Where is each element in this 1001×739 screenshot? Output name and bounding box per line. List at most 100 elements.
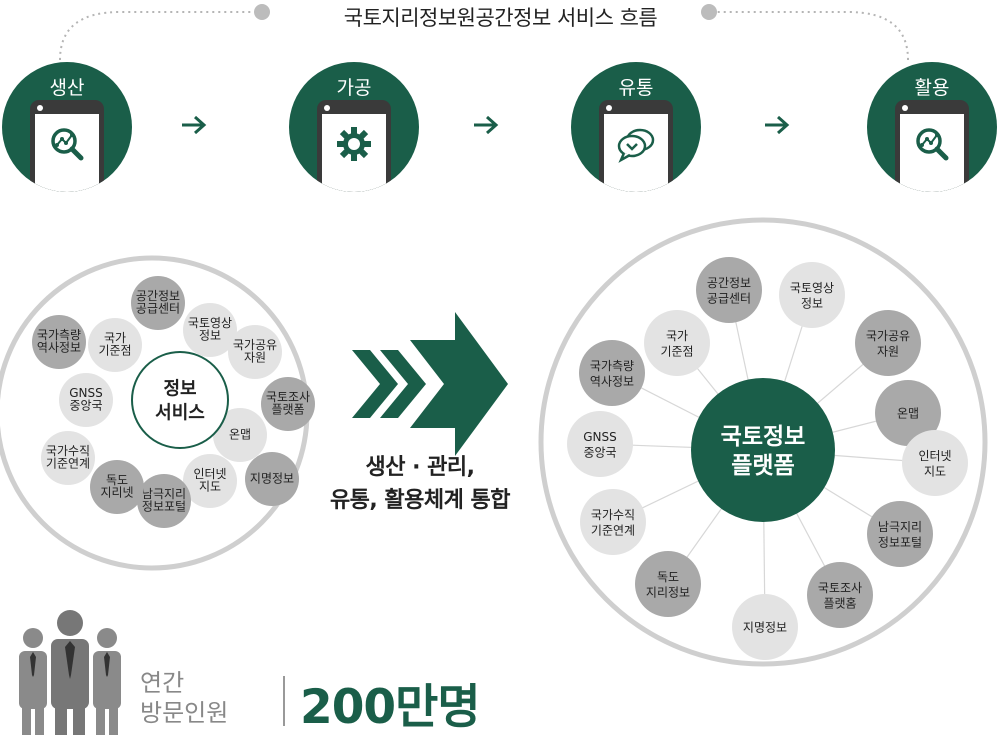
node-label: 지도 xyxy=(924,464,946,478)
node-label: 온맵 xyxy=(897,407,919,421)
node-label: 지리넷 xyxy=(100,486,133,500)
node-circle xyxy=(696,257,762,323)
node-circle xyxy=(183,303,237,357)
center-circle xyxy=(691,378,835,522)
node-circle xyxy=(213,408,267,462)
node-label: 역사정보 xyxy=(37,341,81,355)
node-label: 플랫폼 xyxy=(271,403,304,417)
center-circle xyxy=(131,351,229,449)
node-circle xyxy=(875,380,941,446)
node-label: 남극지리 xyxy=(878,520,922,534)
step-distribution: 유통 xyxy=(571,62,701,192)
node-label: 기준점 xyxy=(98,344,131,358)
step-label: 가공 xyxy=(336,77,372,99)
node-label: 자원 xyxy=(877,344,899,358)
center-label: 국토정보 xyxy=(721,424,806,450)
node-label: 온맵 xyxy=(229,427,251,441)
node-label: 국토영상 xyxy=(188,316,232,330)
node-label: 국가수직 xyxy=(46,444,90,458)
node-circle xyxy=(635,551,701,617)
left-node: 온맵 xyxy=(213,408,267,462)
node-label: 독도 xyxy=(657,570,679,584)
node-circle xyxy=(32,315,86,369)
visitors-divider xyxy=(283,676,285,726)
node-circle xyxy=(183,454,237,508)
step-utilization: 활용 xyxy=(867,62,997,192)
speech-bubbles-icon xyxy=(617,128,655,163)
step-circle: 유통 xyxy=(571,62,701,192)
node-circle xyxy=(867,501,933,567)
node-circle xyxy=(644,310,710,376)
node-label: 정보포털 xyxy=(878,535,922,549)
visitors-label-line1: 연간 xyxy=(140,669,185,697)
node-circle xyxy=(228,325,282,379)
node-label: 인터넷 xyxy=(918,449,951,463)
node-label: 국토영상 xyxy=(790,281,834,295)
node-circle xyxy=(732,594,798,660)
visitors-count: 200만명 xyxy=(300,680,481,735)
node-label: 공급센터 xyxy=(707,291,751,305)
node-circle xyxy=(579,340,645,406)
arrow-right-icon xyxy=(474,115,499,135)
node-circle xyxy=(59,373,113,427)
node-circle xyxy=(855,310,921,376)
node-label: 국가 xyxy=(666,329,688,343)
node-label: 지명정보 xyxy=(743,621,787,635)
node-label: 중앙국 xyxy=(583,445,616,459)
node-label: 정보포털 xyxy=(142,500,186,514)
phone-device xyxy=(895,100,969,192)
node-label: 지도 xyxy=(199,480,221,494)
node-circle xyxy=(902,430,968,496)
node-label: 국가 xyxy=(104,331,126,345)
node-circle xyxy=(88,318,142,372)
step-circle: 가공 xyxy=(289,62,419,192)
node-label: 역사정보 xyxy=(590,374,634,388)
step-label: 활용 xyxy=(914,77,950,99)
visitors-label-line2: 방문인원 xyxy=(140,699,229,727)
node-label: 남극지리 xyxy=(142,487,186,501)
node-circle xyxy=(779,262,845,328)
node-label: 지리정보 xyxy=(646,585,690,599)
phone-device xyxy=(317,100,391,192)
magnifier-chart-icon xyxy=(51,128,84,161)
step-circle: 활용 xyxy=(867,62,997,192)
node-label: 기준점 xyxy=(660,344,693,358)
arrow-right-icon xyxy=(765,115,790,135)
node-label: GNSS xyxy=(583,430,617,444)
node-label: 공간정보 xyxy=(707,276,751,290)
node-label: 국토조사 xyxy=(818,581,862,595)
flow-title: 국토지리정보원공간정보 서비스 흐름 xyxy=(343,6,658,30)
node-label: 국가공유 xyxy=(866,329,910,343)
node-label: 기준연계 xyxy=(46,457,90,471)
node-label: GNSS xyxy=(69,386,103,400)
node-circle xyxy=(41,431,95,485)
arrow-right-icon xyxy=(182,115,207,135)
node-label: 플랫홈 xyxy=(823,596,856,610)
visitors-label: 연간 방문인원 xyxy=(140,668,228,728)
node-circle xyxy=(131,276,185,330)
right-node: 지명정보 xyxy=(732,594,798,660)
step-label: 생산 xyxy=(49,77,85,99)
node-circle xyxy=(137,474,191,528)
center-label: 정보 xyxy=(163,378,196,399)
left-node: 지명정보 xyxy=(245,452,299,506)
node-circle xyxy=(90,460,144,514)
center-label: 서비스 xyxy=(155,402,205,423)
node-label: 국토조사 xyxy=(266,390,310,404)
